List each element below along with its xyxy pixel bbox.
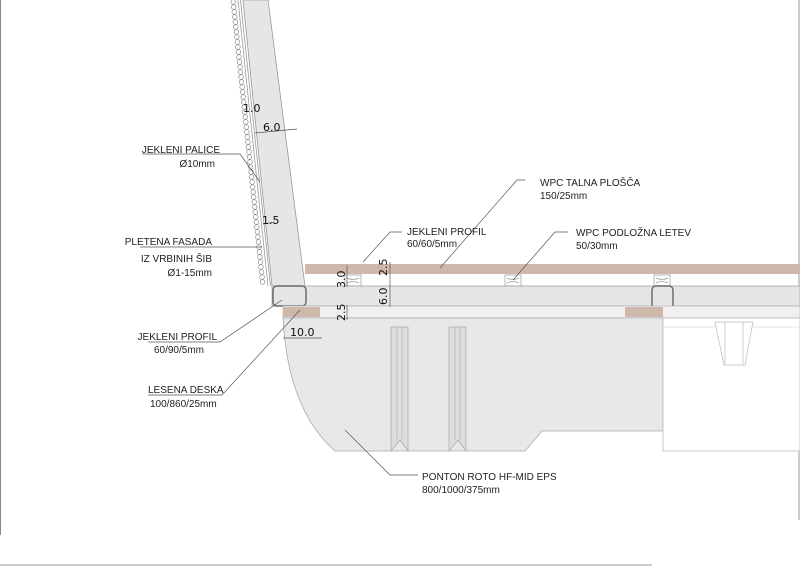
facade-rod xyxy=(256,249,263,255)
facade-rod xyxy=(235,44,241,50)
facade-rod xyxy=(258,264,264,270)
facade-rod xyxy=(253,214,259,220)
dim-deck-thickness: 2.5 xyxy=(377,259,390,277)
board-layer xyxy=(282,305,800,319)
facade-rod xyxy=(244,134,251,140)
facade-rod xyxy=(251,194,257,200)
dim-profile-height: 6.0 xyxy=(377,288,390,306)
wpc-batten-clip xyxy=(344,274,362,287)
facade-rod xyxy=(259,274,265,280)
facade-rod xyxy=(236,54,242,60)
facade-rod xyxy=(235,49,242,55)
wooden-board-right xyxy=(625,307,663,317)
facade-rod xyxy=(240,89,246,95)
leader-lines xyxy=(140,153,568,476)
label-woven-facade-subtitle: IZ VRBINIH ŠIB xyxy=(141,252,212,265)
facade-rod xyxy=(231,4,237,10)
label-steel-rods-spec: Ø10mm xyxy=(179,159,215,170)
facade-rod xyxy=(238,74,244,80)
facade-rod xyxy=(248,174,255,180)
wooden-board-left xyxy=(283,307,320,317)
dim-rod-spacing: 1.5 xyxy=(262,214,280,227)
facade-rod xyxy=(258,269,265,275)
facade-rod xyxy=(253,219,259,225)
dim-batten-height: 3.0 xyxy=(335,271,348,289)
label-wooden-board-title: LESENA DESKA xyxy=(148,385,224,396)
label-wpc-batten-title: WPC PODLOŽNA LETEV xyxy=(576,226,691,239)
facade-rod xyxy=(249,184,256,190)
dim-board-overhang: 10.0 xyxy=(290,326,315,339)
label-steel-profile-top-spec: 60/60/5mm xyxy=(407,239,457,250)
label-wpc-batten-spec: 50/30mm xyxy=(576,241,618,252)
facade-rod xyxy=(252,209,258,215)
facade-rod xyxy=(246,149,252,155)
label-steel-rods-title: JEKLENI PALICE xyxy=(142,145,221,156)
facade-rod xyxy=(254,229,261,235)
facade-rod xyxy=(251,199,257,205)
pontoon xyxy=(282,317,664,452)
steel-profile-right xyxy=(651,285,674,309)
facade-rod xyxy=(236,59,243,65)
label-steel-profile-side-title: JEKLENI PROFIL xyxy=(138,332,218,343)
wpc-batten-clip xyxy=(653,274,671,287)
facade-rod xyxy=(249,179,255,185)
steel-profile-band xyxy=(271,285,800,307)
label-woven-facade-title: PLETENA FASADA xyxy=(125,237,213,248)
facade-rod xyxy=(239,84,245,90)
label-steel-profile-side-spec: 60/90/5mm xyxy=(154,345,204,356)
facade-rod xyxy=(245,144,252,150)
label-wooden-board-spec: 100/860/25mm xyxy=(150,399,217,410)
facade-rod xyxy=(233,24,239,30)
facade-rod xyxy=(230,0,236,5)
facade-rod xyxy=(250,189,256,195)
woven-facade-rods xyxy=(230,0,266,285)
wpc-batten-clip xyxy=(504,274,522,287)
facade-rod xyxy=(259,279,266,285)
facade-rod xyxy=(242,109,248,115)
label-wpc-floor-board-title: WPC TALNA PLOŠČA xyxy=(540,176,641,189)
facade-rod xyxy=(246,154,253,160)
wpc-batten-clips xyxy=(344,274,671,287)
facade-rod xyxy=(233,29,240,35)
label-steel-profile-top-title: JEKLENI PROFIL xyxy=(407,227,487,238)
facade-rod xyxy=(234,39,241,45)
pontoon-grooves xyxy=(390,326,467,453)
facade-rod xyxy=(257,259,264,265)
facade-rod xyxy=(244,129,250,135)
facade-rod xyxy=(241,104,247,110)
dimension-lines xyxy=(254,128,391,339)
label-woven-facade-spec: Ø1-15mm xyxy=(168,268,212,279)
pontoon-connector xyxy=(714,321,754,366)
facade-rod xyxy=(238,79,245,85)
wpc-floor-board xyxy=(305,264,800,274)
facade-rod xyxy=(234,34,240,40)
facade-rod xyxy=(243,119,249,125)
facade-rod xyxy=(232,19,238,25)
facade-rod xyxy=(232,14,238,20)
facade-rod xyxy=(237,69,244,75)
facade-rod xyxy=(231,9,237,15)
facade-rod xyxy=(245,139,251,145)
dim-facade-gap: 1.0 xyxy=(243,102,261,115)
label-pontoon-spec: 800/1000/375mm xyxy=(422,485,500,496)
facade-rod xyxy=(242,114,248,120)
facade-rod xyxy=(237,64,243,70)
wall-panel xyxy=(242,0,306,287)
facade-rod xyxy=(255,239,262,245)
facade-rod xyxy=(241,99,247,105)
facade-rod xyxy=(247,159,253,165)
facade-rod xyxy=(240,94,246,100)
facade-rod xyxy=(243,124,249,130)
label-pontoon-title: PONTON ROTO HF-MID EPS xyxy=(422,472,557,483)
facade-rod xyxy=(254,224,260,230)
facade-inner-line xyxy=(237,0,269,287)
facade-rod xyxy=(255,234,261,240)
dim-board-thickness: 2.5 xyxy=(335,304,348,322)
facade-inner-line-2 xyxy=(240,0,271,287)
dim-wall-thickness: 6.0 xyxy=(263,121,281,134)
label-wpc-floor-board-spec: 150/25mm xyxy=(540,191,587,202)
facade-rod xyxy=(257,254,263,260)
facade-rod xyxy=(252,204,258,210)
